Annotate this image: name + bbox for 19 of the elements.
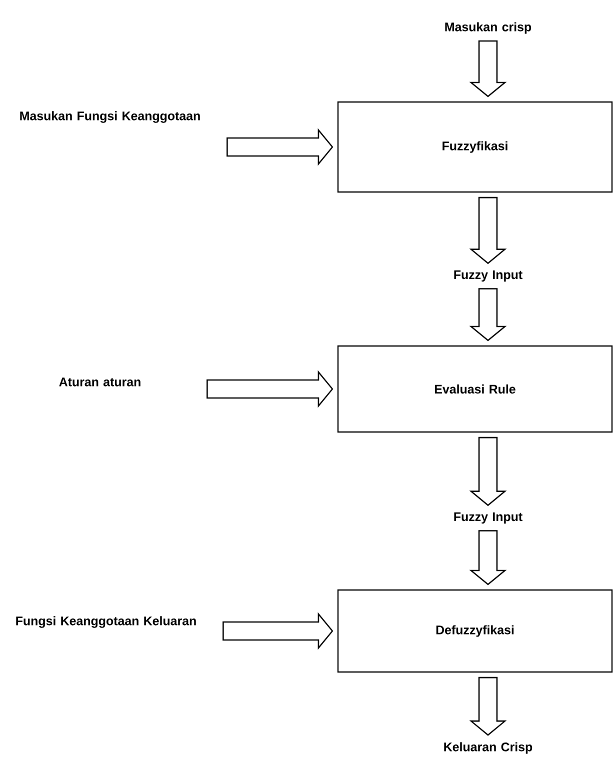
- block-arrow: [226, 128, 334, 166]
- block-arrow: [469, 196, 507, 264]
- label-text: Fungsi Keanggotaan Keluaran: [16, 616, 196, 628]
- label-text: Fuzzy Input: [454, 512, 522, 524]
- block-arrow: [469, 676, 507, 736]
- label-text: Fuzzy Input: [454, 270, 522, 282]
- process-box: Fuzzyfikasi: [337, 101, 613, 193]
- block-arrow: [469, 40, 507, 98]
- process-box: Evaluasi Rule: [337, 345, 613, 433]
- block-arrow: [469, 288, 507, 342]
- process-box: Defuzzyfikasi: [337, 589, 613, 673]
- label-text: Masukan Fungsi Keanggotaan: [20, 111, 200, 123]
- block-arrow: [206, 370, 334, 408]
- block-arrow: [469, 530, 507, 586]
- label-text: Aturan aturan: [59, 378, 140, 386]
- label-text: Masukan crisp: [445, 22, 532, 34]
- block-arrow: [222, 612, 334, 650]
- label-text: Keluaran Crisp: [444, 742, 532, 754]
- block-arrow: [469, 436, 507, 506]
